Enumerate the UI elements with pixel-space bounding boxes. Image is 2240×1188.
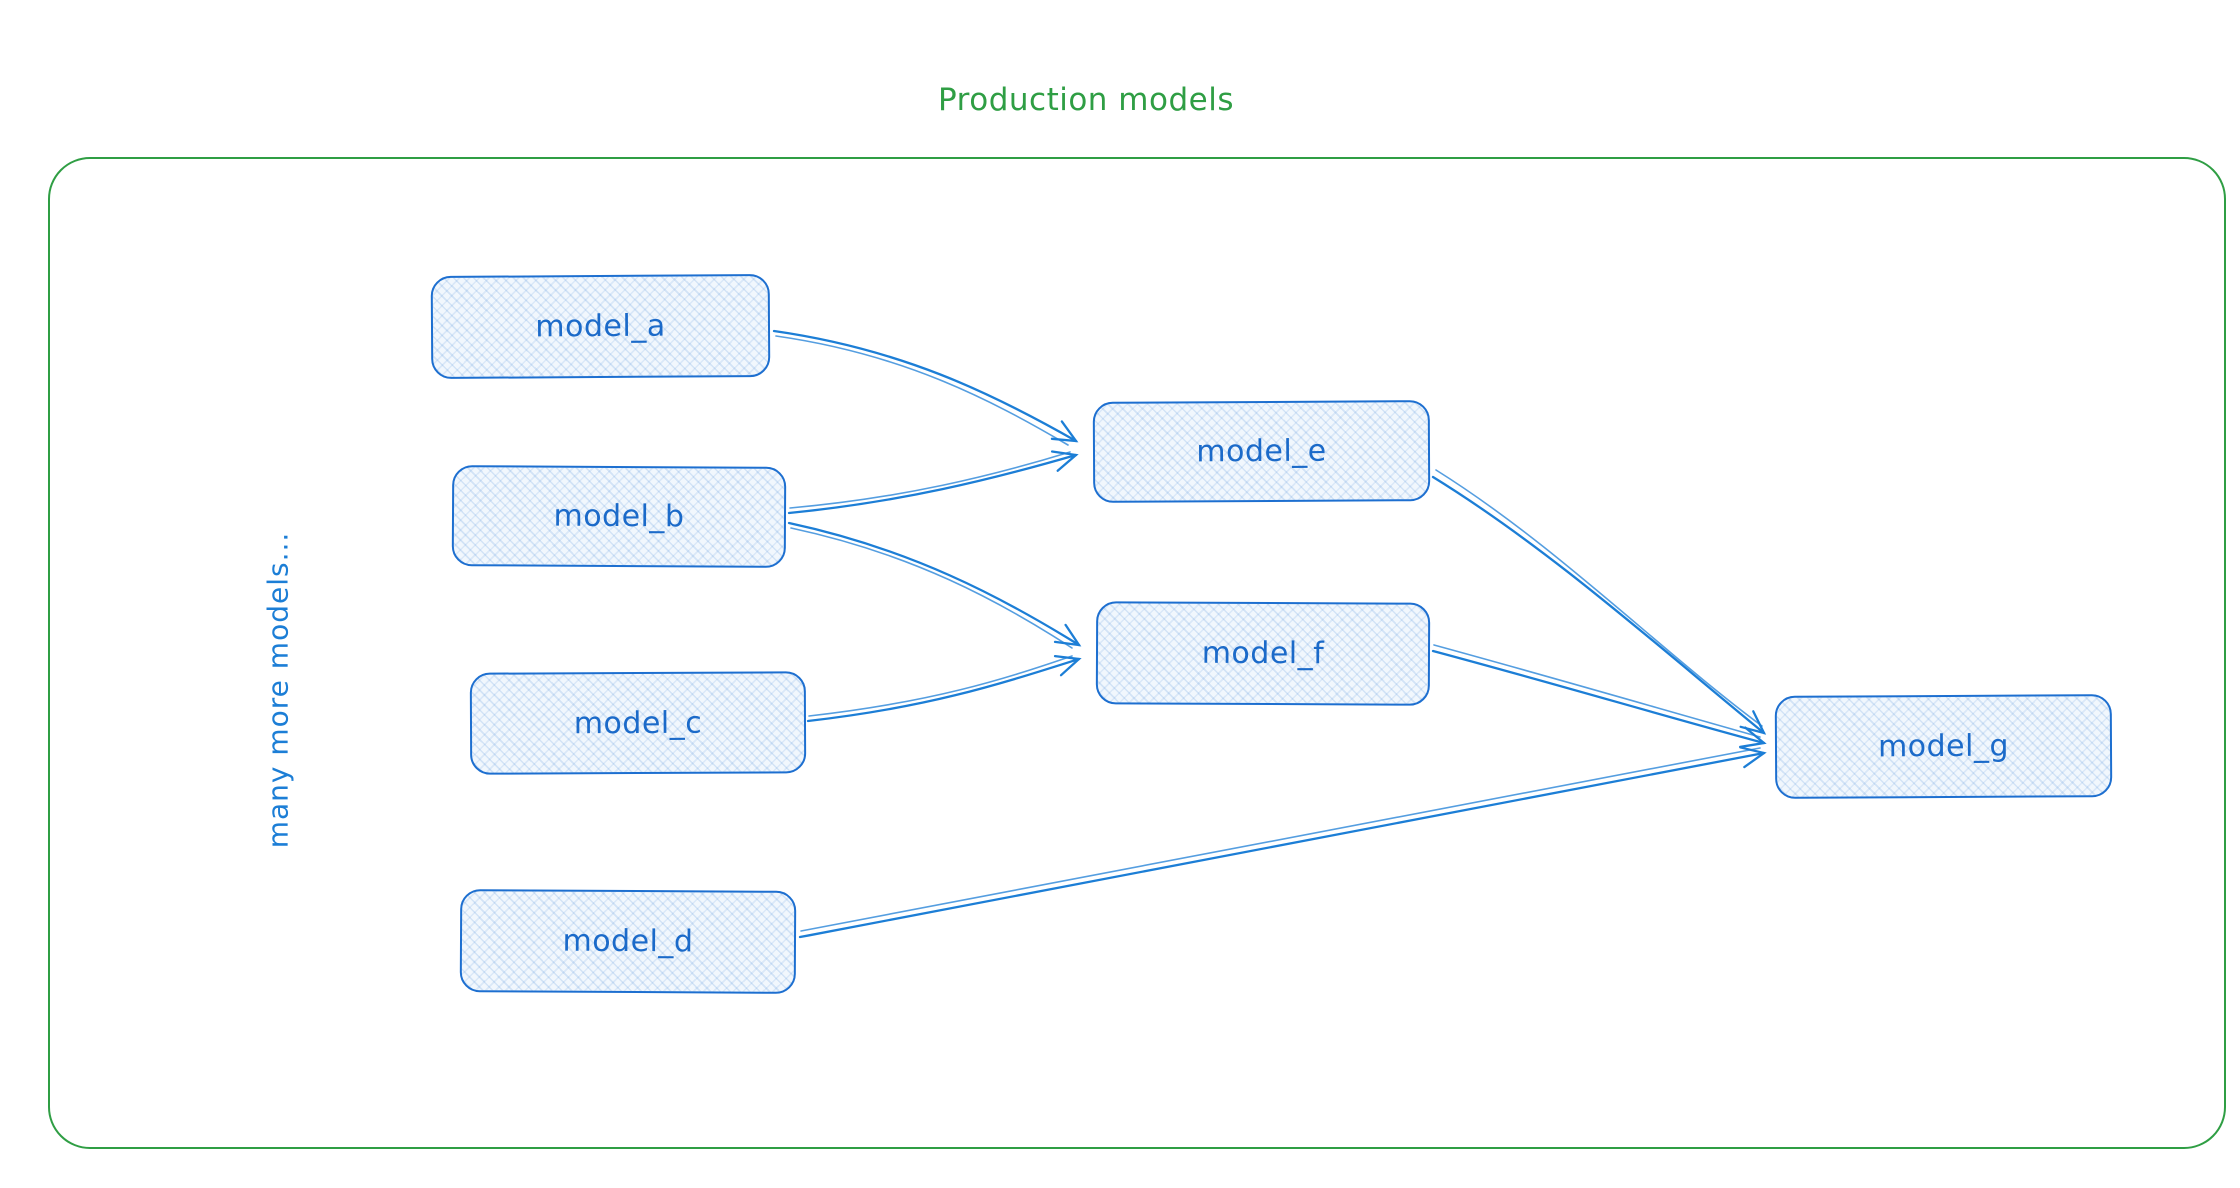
node-model-a: model_a — [430, 273, 771, 380]
node-model-c-label: model_c — [573, 705, 703, 741]
node-model-c: model_c — [469, 671, 807, 775]
node-model-a-label: model_a — [535, 308, 666, 345]
many-more-models-label: many more models... — [261, 531, 295, 849]
node-model-g: model_g — [1774, 694, 2113, 799]
node-model-f: model_f — [1095, 601, 1431, 706]
diagram-title: Production models — [938, 82, 1234, 118]
node-model-d: model_d — [459, 889, 797, 994]
node-model-f-label: model_f — [1201, 635, 1325, 672]
node-model-e-label: model_e — [1196, 433, 1327, 470]
production-models-frame — [48, 157, 2226, 1149]
node-model-b-label: model_b — [553, 498, 685, 535]
node-model-b: model_b — [451, 465, 787, 568]
node-model-g-label: model_g — [1877, 728, 2010, 765]
node-model-e: model_e — [1092, 400, 1431, 503]
node-model-d-label: model_d — [562, 923, 694, 960]
